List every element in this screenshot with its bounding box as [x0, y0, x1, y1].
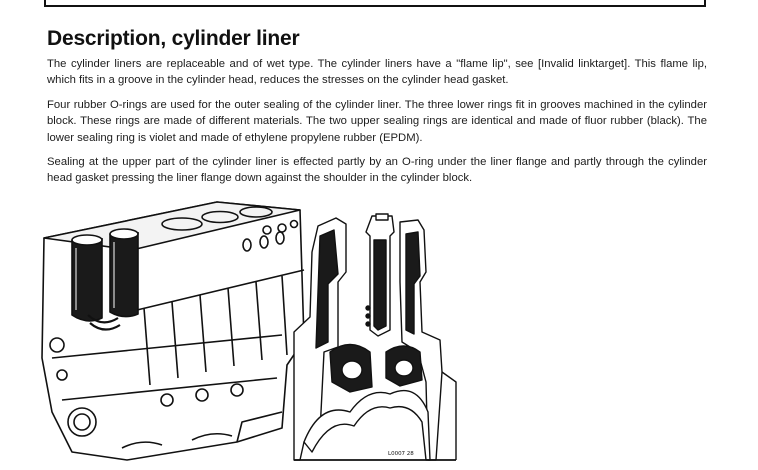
figure-code: L0007 28 [388, 451, 414, 457]
paragraph-liner-type: The cylinder liners are replaceable and … [47, 58, 707, 87]
page-title: Description, cylinder liner [47, 27, 300, 50]
description-text: The cylinder liners are replaceable and … [47, 56, 707, 195]
cylinder-block-illustration [41, 201, 305, 461]
paragraph-upper-sealing: Sealing at the upper part of the cylinde… [47, 156, 707, 185]
cylinder-liner-section-illustration [293, 213, 457, 461]
previous-section-frame [44, 0, 706, 7]
paragraph-o-rings: Four rubber O-rings are used for the out… [47, 98, 707, 144]
